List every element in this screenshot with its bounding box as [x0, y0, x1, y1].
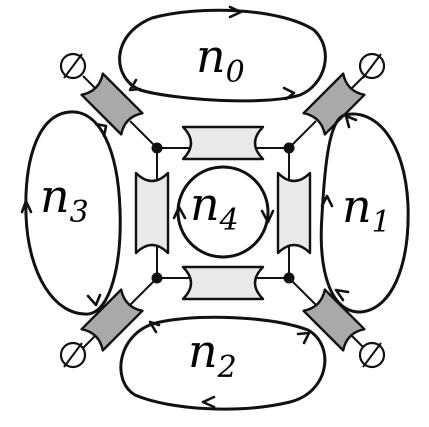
ground-symbols	[59, 52, 386, 369]
junction-inner-left	[134, 171, 170, 255]
arrow-n3-top	[94, 122, 108, 138]
wire-to-ground-top-left	[82, 75, 96, 89]
loop-n2	[119, 315, 327, 411]
labels: n0 n1 n2 n3 n4	[40, 29, 391, 385]
inner-junctions	[134, 125, 312, 301]
label-n2: n2	[188, 324, 237, 385]
wire-to-junction-top-left	[129, 120, 158, 149]
node-bottom-right	[283, 272, 295, 284]
loop-n1	[319, 112, 410, 314]
arrows	[20, 5, 358, 409]
junction-outer-bottom-left	[80, 288, 144, 352]
loop-n3	[24, 110, 122, 316]
wire-to-junction-bottom-right	[288, 277, 317, 306]
ground-icon-top-right	[358, 52, 386, 80]
label-n4: n4	[190, 177, 239, 238]
arrow-n1-left	[320, 194, 334, 208]
arrow-n2-bottom	[201, 395, 216, 409]
loops	[24, 8, 410, 411]
arrow-n2-right	[296, 331, 311, 345]
outer-junctions	[80, 72, 366, 352]
arrow-n0-left	[128, 78, 142, 92]
ground-icon-bottom-left	[59, 341, 87, 369]
nodes	[151, 142, 295, 284]
label-n1: n1	[342, 179, 391, 240]
junction-outer-top-left	[80, 72, 144, 136]
arrow-n3-left	[20, 199, 33, 214]
ground-icon-top-left	[59, 52, 87, 80]
junction-inner-top	[181, 125, 265, 161]
junction-outer-bottom-right	[302, 288, 366, 352]
wire-to-ground-bottom-left	[82, 335, 96, 349]
junction-inner-right	[276, 171, 312, 255]
label-n0: n0	[196, 29, 245, 90]
loop-n0	[118, 8, 327, 103]
wire-to-ground-bottom-right	[351, 335, 365, 349]
arrow-n4-left	[172, 205, 187, 220]
ground-icon-bottom-right	[358, 341, 386, 369]
node-top-left	[151, 142, 163, 154]
wire-to-junction-bottom-left	[129, 277, 158, 306]
arrow-n3-bottom	[86, 293, 102, 307]
junction-outer-top-right	[302, 72, 366, 136]
arrow-n4-right	[260, 209, 275, 224]
wire-to-ground-top-right	[351, 75, 365, 89]
arrow-n2-left	[148, 320, 161, 334]
node-bottom-left	[151, 272, 163, 284]
arrow-n0-top	[228, 5, 243, 19]
label-n3: n3	[40, 169, 89, 230]
junction-inner-bottom	[181, 265, 265, 301]
wire-to-junction-top-right	[288, 120, 317, 149]
arrow-n1-bottom	[334, 288, 350, 302]
arrow-n1-top	[344, 114, 358, 129]
arrow-n0-right	[282, 86, 296, 101]
node-top-right	[283, 142, 295, 154]
